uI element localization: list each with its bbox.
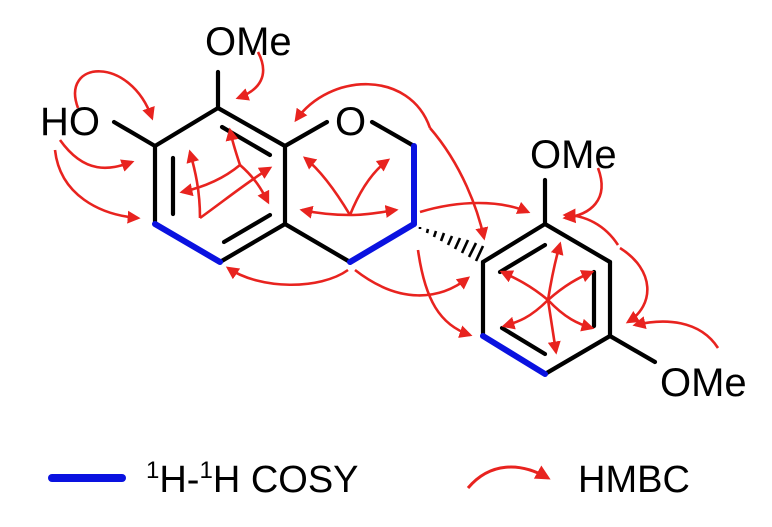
hmbc-ringc-1 (302, 156, 352, 216)
legend-cosy-sup2: 1 (199, 457, 212, 484)
hmbc-ho-c6 (53, 149, 141, 224)
hashed-wedge-bond (418, 227, 485, 262)
ome-top-label: OMe (205, 20, 292, 64)
legend-hmbc-label: HMBC (578, 459, 690, 501)
hmbc-ringa-2 (225, 127, 242, 166)
bond-c8a-o (282, 119, 330, 149)
hmbc-ringc-3 (348, 158, 391, 216)
legend-cosy-label: 1H-1H COSY (146, 457, 359, 501)
hmbc-ringa-5 (199, 166, 273, 220)
hmbc-ringb-2 (547, 270, 595, 301)
bond-inner-b1 (497, 242, 548, 275)
hmbc-ringc-2 (299, 205, 351, 219)
bond-c5-c4a (217, 221, 288, 265)
bond-c8a-c8 (215, 105, 288, 149)
bond-c8-c7 (152, 105, 221, 149)
hmbc-h2-c1p (429, 127, 489, 241)
ome-ring-top-label: OMe (530, 133, 617, 177)
cosy-c3-c4 (347, 221, 417, 265)
bond-o-c2 (369, 119, 417, 149)
hmbc-arrows (53, 51, 720, 355)
hmbc-ome4-c4p (632, 316, 720, 349)
cosy-c6p-c5p (480, 333, 548, 377)
hmbc-ringc-4 (349, 205, 399, 218)
atom-labels: OMe HO O OMe OMe (40, 20, 747, 405)
hmbc-ringb-4 (547, 299, 595, 332)
bond-inner-b3 (499, 325, 548, 357)
bond-c4p-c5p (542, 333, 613, 377)
hmbc-ringb-6 (546, 299, 561, 355)
bond-c7-ho (111, 119, 158, 149)
cosy-bonds (152, 143, 548, 377)
bond-c2p-c3p (542, 221, 613, 265)
legend-hmbc-arrow (466, 465, 551, 489)
bond-inner-a3 (221, 212, 273, 245)
ring-oxygen-label: O (335, 100, 366, 144)
hmbc-ringa-4 (186, 149, 202, 219)
bond-c4p-ome (607, 333, 658, 365)
hmbc-ringa-1 (179, 164, 241, 197)
legend: 1H-1H COSY HMBC (48, 457, 690, 501)
skeleton-bonds (111, 69, 658, 377)
bond-c1p-c2p (480, 221, 548, 265)
hmbc-ome-c8 (235, 51, 265, 101)
hmbc-h2-c8a (294, 82, 432, 129)
hmbc-h4-c1p (354, 268, 471, 297)
hmbc-ringb-5 (546, 241, 564, 301)
hmbc-h3-c6p (416, 249, 473, 338)
hmbc-h3p-c4p (619, 246, 649, 324)
legend-cosy-h2: H COSY (213, 459, 359, 501)
cosy-c6-c5 (152, 221, 223, 265)
hmbc-h4-c5 (225, 266, 349, 287)
ho-label: HO (40, 100, 100, 144)
hmbc-ho-c7 (58, 139, 135, 172)
bond-c4a-c4 (282, 221, 353, 265)
ome-ring-bottom-label: OMe (660, 361, 747, 405)
hmbc-ho-c8 (73, 70, 155, 121)
legend-cosy-h1: H- (159, 459, 199, 501)
hmbc-ringb-3 (501, 299, 549, 330)
hmbc-h3p-c2p (562, 208, 620, 246)
hmbc-h3-c2p (419, 201, 531, 214)
hmbc-ringa-3 (239, 164, 270, 205)
hmbc-ringb-1 (499, 270, 549, 301)
legend-cosy-sup1: 1 (146, 457, 159, 484)
